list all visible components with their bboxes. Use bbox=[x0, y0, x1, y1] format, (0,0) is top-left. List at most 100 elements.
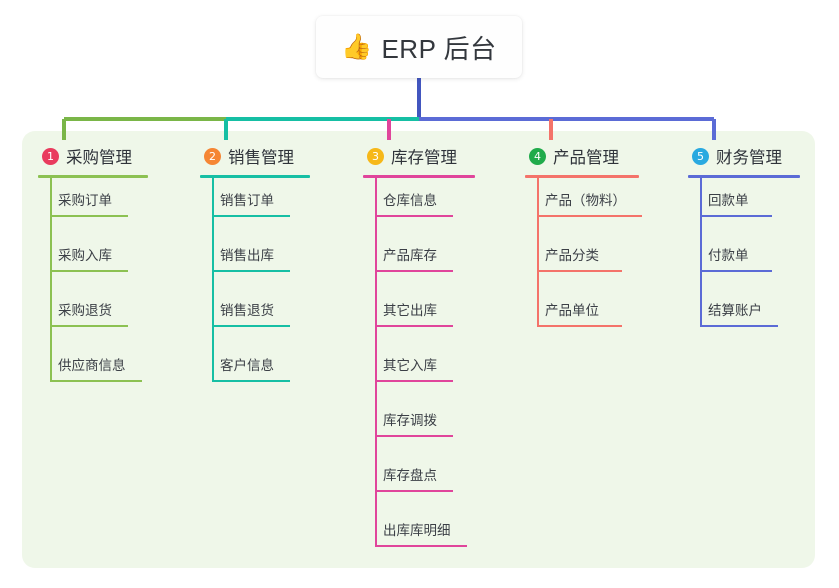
list-item-underline bbox=[50, 380, 142, 382]
list-item-underline bbox=[212, 325, 290, 327]
list-item-label: 其它入库 bbox=[383, 358, 437, 373]
list-item[interactable]: 产品库存 bbox=[351, 233, 513, 288]
list-item-underline bbox=[375, 270, 453, 272]
list-item-label: 产品分类 bbox=[545, 248, 599, 263]
list-item-label: 采购退货 bbox=[58, 303, 112, 318]
list-item-label: 回款单 bbox=[708, 193, 749, 208]
column-header-财务管理[interactable]: 5 财务管理 bbox=[676, 143, 838, 169]
list-item-underline bbox=[537, 215, 642, 217]
list-item[interactable]: 库存调拨 bbox=[351, 398, 513, 453]
list-item[interactable]: 仓库信息 bbox=[351, 178, 513, 233]
list-item-label: 供应商信息 bbox=[58, 358, 126, 373]
column-trunk-line bbox=[212, 178, 214, 381]
list-item-underline bbox=[375, 380, 453, 382]
list-item-underline bbox=[375, 325, 453, 327]
list-item[interactable]: 出库库明细 bbox=[351, 508, 513, 563]
list-item[interactable]: 结算账户 bbox=[676, 288, 838, 343]
list-item-underline bbox=[50, 270, 128, 272]
column-index-badge: 2 bbox=[204, 147, 221, 165]
list-item-label: 其它出库 bbox=[383, 303, 437, 318]
list-item-underline bbox=[50, 325, 128, 327]
column-trunk-line bbox=[375, 178, 377, 546]
column-header-underline bbox=[688, 175, 800, 178]
list-item-underline bbox=[212, 380, 290, 382]
list-item[interactable]: 销售订单 bbox=[188, 178, 350, 233]
list-item-underline bbox=[375, 545, 467, 547]
column-header-underline bbox=[200, 175, 310, 178]
list-item-underline bbox=[375, 490, 453, 492]
column-title: 销售管理 bbox=[228, 149, 294, 167]
list-item-underline bbox=[212, 215, 290, 217]
list-item[interactable]: 库存盘点 bbox=[351, 453, 513, 508]
column-index-badge: 5 bbox=[692, 147, 709, 165]
list-item-label: 付款单 bbox=[708, 248, 749, 263]
column-index-badge: 4 bbox=[529, 147, 546, 165]
list-item-underline bbox=[700, 325, 778, 327]
list-item[interactable]: 产品单位 bbox=[513, 288, 675, 343]
list-item-label: 结算账户 bbox=[708, 303, 762, 318]
list-item[interactable]: 销售出库 bbox=[188, 233, 350, 288]
list-item-label: 出库库明细 bbox=[383, 523, 451, 538]
list-item[interactable]: 客户信息 bbox=[188, 343, 350, 398]
list-item-label: 采购入库 bbox=[58, 248, 112, 263]
column-销售管理: 2 销售管理销售订单销售出库销售退货客户信息 bbox=[188, 143, 350, 398]
list-item[interactable]: 其它出库 bbox=[351, 288, 513, 343]
list-item-label: 客户信息 bbox=[220, 358, 274, 373]
root-node-title: ERP 后台 bbox=[381, 33, 497, 64]
list-item[interactable]: 产品分类 bbox=[513, 233, 675, 288]
list-item-label: 产品库存 bbox=[383, 248, 437, 263]
column-index-badge: 3 bbox=[367, 147, 384, 165]
list-item-underline bbox=[537, 270, 622, 272]
list-item-underline bbox=[212, 270, 290, 272]
root-node-erp-backend[interactable]: 👍 ERP 后台 bbox=[316, 16, 522, 78]
list-item-label: 库存盘点 bbox=[383, 468, 437, 483]
list-item[interactable]: 其它入库 bbox=[351, 343, 513, 398]
column-title: 产品管理 bbox=[553, 149, 619, 167]
list-item-label: 产品单位 bbox=[545, 303, 599, 318]
list-item-underline bbox=[50, 215, 128, 217]
column-header-underline bbox=[525, 175, 639, 178]
column-title: 库存管理 bbox=[391, 149, 457, 167]
list-item-label: 销售订单 bbox=[220, 193, 274, 208]
column-header-underline bbox=[363, 175, 475, 178]
column-items: 采购订单采购入库采购退货供应商信息 bbox=[26, 178, 188, 398]
column-items: 销售订单销售出库销售退货客户信息 bbox=[188, 178, 350, 398]
column-header-underline bbox=[38, 175, 148, 178]
list-item-label: 采购订单 bbox=[58, 193, 112, 208]
list-item-label: 销售出库 bbox=[220, 248, 274, 263]
column-title: 财务管理 bbox=[716, 149, 782, 167]
list-item[interactable]: 采购入库 bbox=[26, 233, 188, 288]
column-header-库存管理[interactable]: 3 库存管理 bbox=[351, 143, 513, 169]
list-item[interactable]: 回款单 bbox=[676, 178, 838, 233]
column-财务管理: 5 财务管理回款单付款单结算账户 bbox=[676, 143, 838, 343]
list-item-underline bbox=[375, 215, 453, 217]
column-trunk-line bbox=[537, 178, 539, 326]
list-item[interactable]: 供应商信息 bbox=[26, 343, 188, 398]
thumbs-up-icon: 👍 bbox=[341, 32, 373, 61]
list-item-label: 库存调拨 bbox=[383, 413, 437, 428]
list-item-label: 产品（物料） bbox=[545, 193, 626, 208]
list-item-label: 仓库信息 bbox=[383, 193, 437, 208]
list-item-label: 销售退货 bbox=[220, 303, 274, 318]
list-item[interactable]: 采购订单 bbox=[26, 178, 188, 233]
column-items: 产品（物料） 产品分类产品单位 bbox=[513, 178, 675, 343]
list-item[interactable]: 采购退货 bbox=[26, 288, 188, 343]
list-item[interactable]: 销售退货 bbox=[188, 288, 350, 343]
column-trunk-line bbox=[700, 178, 702, 326]
list-item-underline bbox=[537, 325, 622, 327]
column-库存管理: 3 库存管理仓库信息产品库存其它出库其它入库库存调拨库存盘点出库库明细 bbox=[351, 143, 513, 563]
column-index-badge: 1 bbox=[42, 147, 59, 165]
list-item-underline bbox=[375, 435, 453, 437]
column-产品管理: 4 产品管理产品（物料） 产品分类产品单位 bbox=[513, 143, 675, 343]
column-header-销售管理[interactable]: 2 销售管理 bbox=[188, 143, 350, 169]
column-items: 回款单付款单结算账户 bbox=[676, 178, 838, 343]
list-item-underline bbox=[700, 270, 772, 272]
list-item[interactable]: 付款单 bbox=[676, 233, 838, 288]
column-header-产品管理[interactable]: 4 产品管理 bbox=[513, 143, 675, 169]
list-item-underline bbox=[700, 215, 772, 217]
column-trunk-line bbox=[50, 178, 52, 381]
list-item[interactable]: 产品（物料） bbox=[513, 178, 675, 233]
